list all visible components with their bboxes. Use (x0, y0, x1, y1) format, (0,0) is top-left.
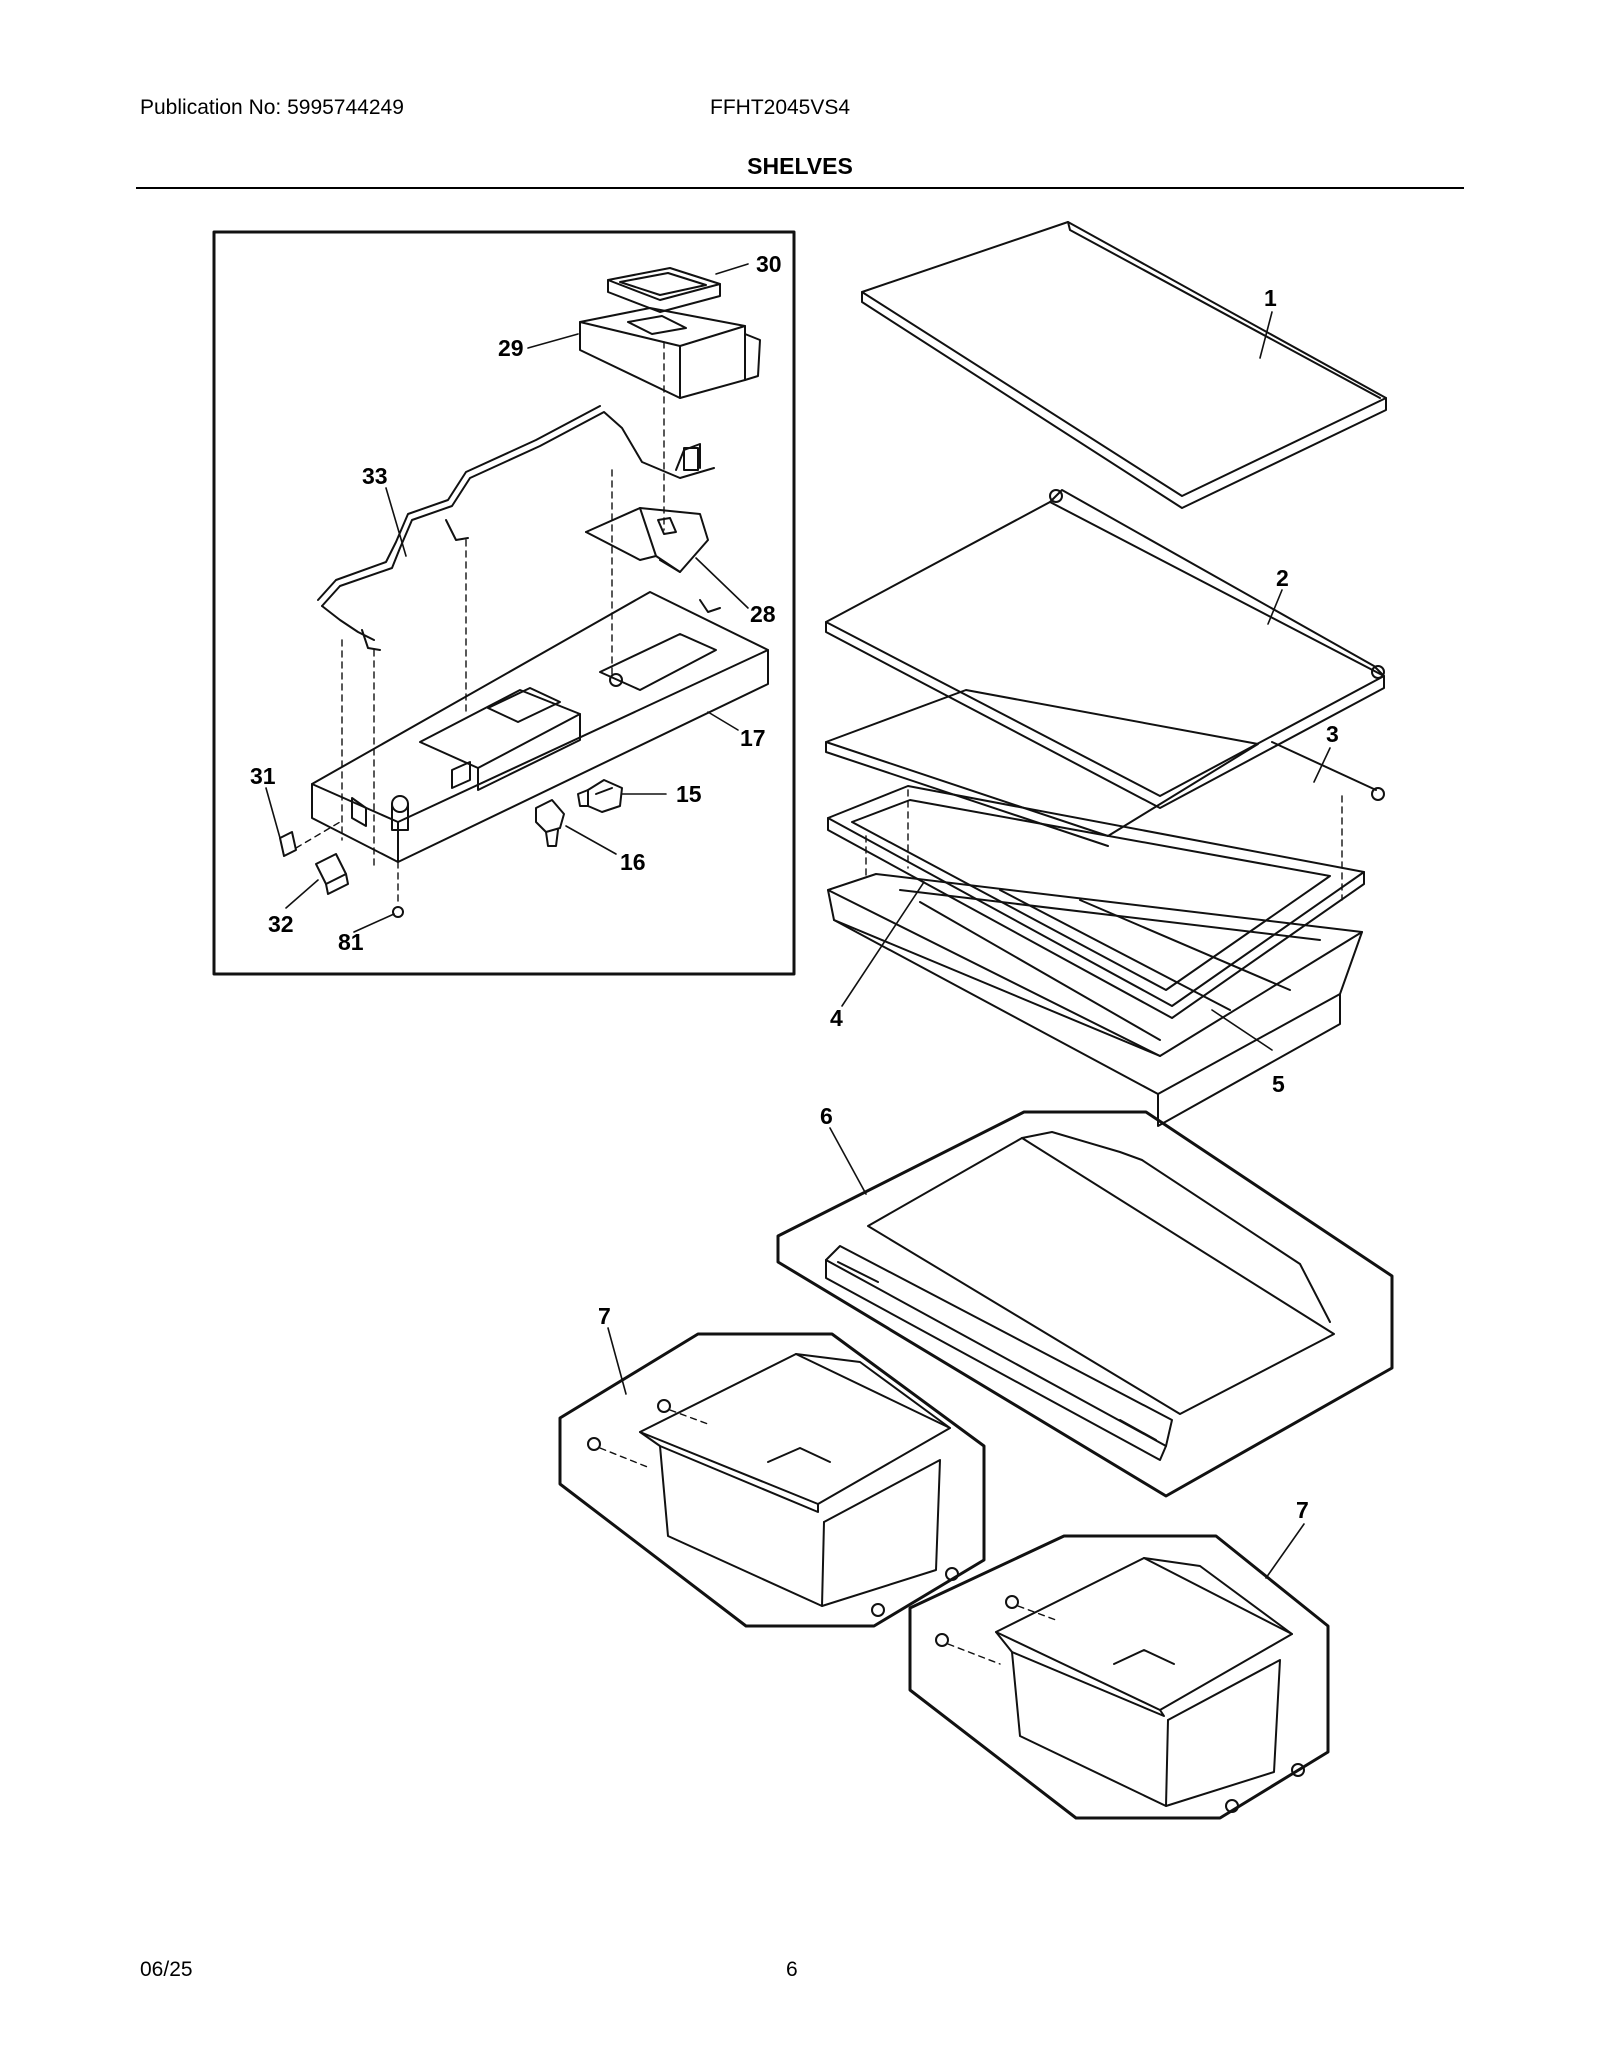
part-31-clip (279, 831, 297, 857)
drawer-left-alignment-lines (599, 1409, 709, 1469)
part-81-screw (392, 906, 404, 918)
callout-32: 32 (268, 911, 294, 937)
page-number: 6 (786, 1958, 798, 1981)
callout-7-right: 7 (1296, 1497, 1309, 1523)
model-number: FFHT2045VS4 (710, 96, 851, 119)
part-29-filter-housing (579, 307, 761, 399)
drawer-right-alignment-lines (947, 1605, 1057, 1665)
part-16-socket (535, 799, 565, 847)
header-rule (136, 187, 1464, 189)
part-7-crisper-drawer-right (908, 1534, 1330, 1820)
callout-17: 17 (740, 725, 766, 751)
callout-30: 30 (756, 251, 782, 277)
callout-7-left: 7 (598, 1303, 611, 1329)
part-3-glass-shelf (825, 689, 1385, 847)
shelf-alignment-lines (865, 789, 1343, 901)
callout-4: 4 (830, 1005, 843, 1031)
callout-28: 28 (750, 601, 776, 627)
part-1-glass-shelf (861, 221, 1387, 509)
inset-frame (212, 230, 796, 976)
footer-date: 06/25 (140, 1958, 193, 1981)
part-28-duct (585, 507, 709, 573)
callout-15: 15 (676, 781, 702, 807)
leader-lines (265, 263, 1331, 1579)
callout-16: 16 (620, 849, 646, 875)
callout-33: 33 (362, 463, 388, 489)
part-32-switch (315, 853, 349, 895)
callout-81: 81 (338, 929, 364, 955)
part-30-filter-cap (607, 267, 721, 313)
part-4-crisper-cover-frame (827, 785, 1365, 1019)
part-33-wire-harness (317, 405, 715, 651)
callout-3: 3 (1326, 721, 1339, 747)
part-15-bulb (577, 779, 623, 813)
part-6-crisper-cover-assembly (776, 1110, 1394, 1498)
part-2-glass-shelf (825, 489, 1385, 809)
callout-31: 31 (250, 763, 276, 789)
part-17-dispenser-housing (311, 591, 769, 863)
page-title: SHELVES (747, 153, 853, 179)
part-5-crisper-pan (827, 873, 1363, 1127)
part-7-crisper-drawer-left (558, 1332, 986, 1628)
publication-number: Publication No: 5995744249 (140, 96, 404, 119)
inset-alignment-lines (295, 341, 665, 907)
callout-1: 1 (1264, 285, 1277, 311)
callout-2: 2 (1276, 565, 1289, 591)
callout-5: 5 (1272, 1071, 1285, 1097)
callout-6: 6 (820, 1103, 833, 1129)
callout-29: 29 (498, 335, 524, 361)
